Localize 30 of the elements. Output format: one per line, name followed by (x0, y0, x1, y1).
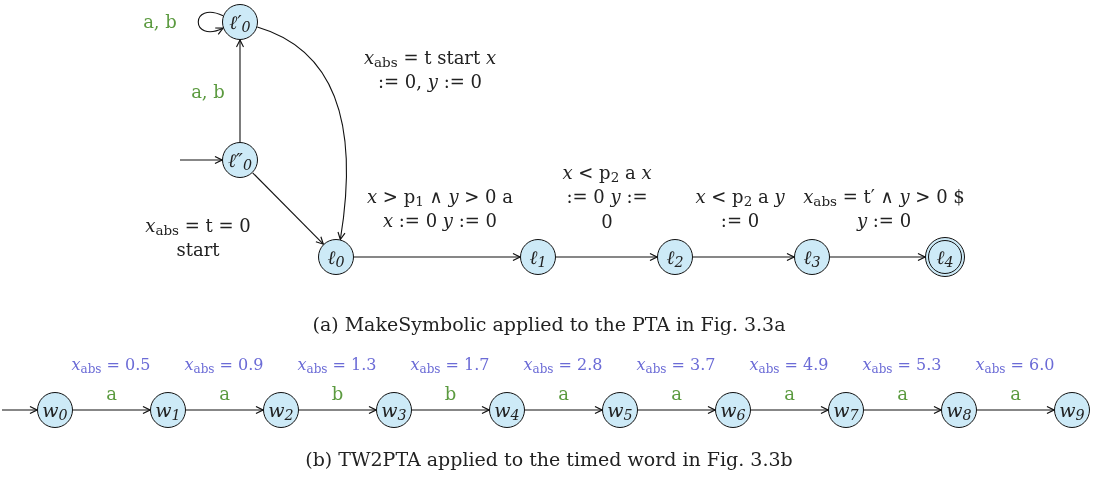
arrow (1, 405, 38, 415)
arrow (197, 11, 224, 35)
arrow (750, 405, 829, 415)
arrow (829, 252, 926, 262)
arrow (252, 172, 324, 245)
arrow (185, 405, 264, 415)
clock-value-label: x$_{abs}$ = 0.9 (184, 355, 264, 375)
arrow (256, 26, 347, 241)
arrow (411, 405, 490, 415)
arrow (179, 155, 223, 165)
clock-value-label: x$_{abs}$ = 5.3 (862, 355, 942, 375)
arrow (863, 405, 942, 415)
arrow (298, 405, 377, 415)
arrow (555, 252, 658, 262)
arrow (353, 252, 521, 262)
arrow (637, 405, 716, 415)
arrow (692, 252, 795, 262)
clock-value-label: x$_{abs}$ = 6.0 (975, 355, 1055, 375)
clock-value-label: x$_{abs}$ = 4.9 (749, 355, 829, 375)
clock-value-label: x$_{abs}$ = 3.7 (636, 355, 716, 375)
arrow (235, 39, 245, 143)
clock-value-label: x$_{abs}$ = 1.3 (297, 355, 377, 375)
clock-value-label: x$_{abs}$ = 0.5 (71, 355, 151, 375)
figure-caption: (b) TW2PTA applied to the timed word in Fig. 3.3b (305, 448, 793, 472)
arrow (72, 405, 151, 415)
arrow (524, 405, 603, 415)
clock-value-label: x$_{abs}$ = 2.8 (523, 355, 603, 375)
clock-value-label: x$_{abs}$ = 1.7 (410, 355, 490, 375)
figure-caption: (a) MakeSymbolic applied to the PTA in Fig. 3.3a (312, 313, 786, 337)
arrow (976, 405, 1055, 415)
